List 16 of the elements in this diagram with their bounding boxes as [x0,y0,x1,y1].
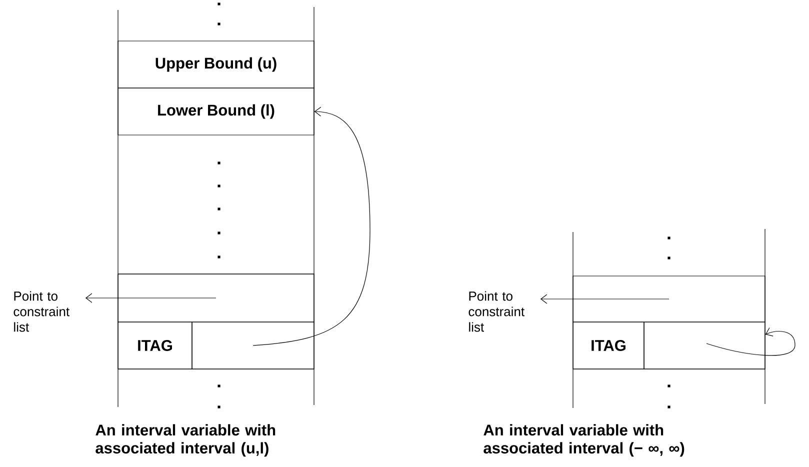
memory-cell [192,322,314,370]
caption: An interval variable with associated interval (u,l) [96,424,276,457]
memory-cell: ITAG [118,322,192,370]
memory-cell [118,274,314,322]
arrow [252,106,370,346]
memory-cell: ITAG [572,322,644,370]
arrow [706,327,796,356]
pointer-label: Point to constraint list [468,291,524,332]
memory-cell: Lower Bound (l) [118,88,314,136]
pointer-label: Point to constraint list [14,291,70,332]
memory-cell [572,276,766,322]
memory-cell: Upper Bound (u) [118,40,314,88]
arrow [540,294,670,304]
arrow [85,293,216,303]
caption: An interval variable with associated interval (− ∞, ∞) [484,424,684,457]
memory-cell [644,322,766,370]
